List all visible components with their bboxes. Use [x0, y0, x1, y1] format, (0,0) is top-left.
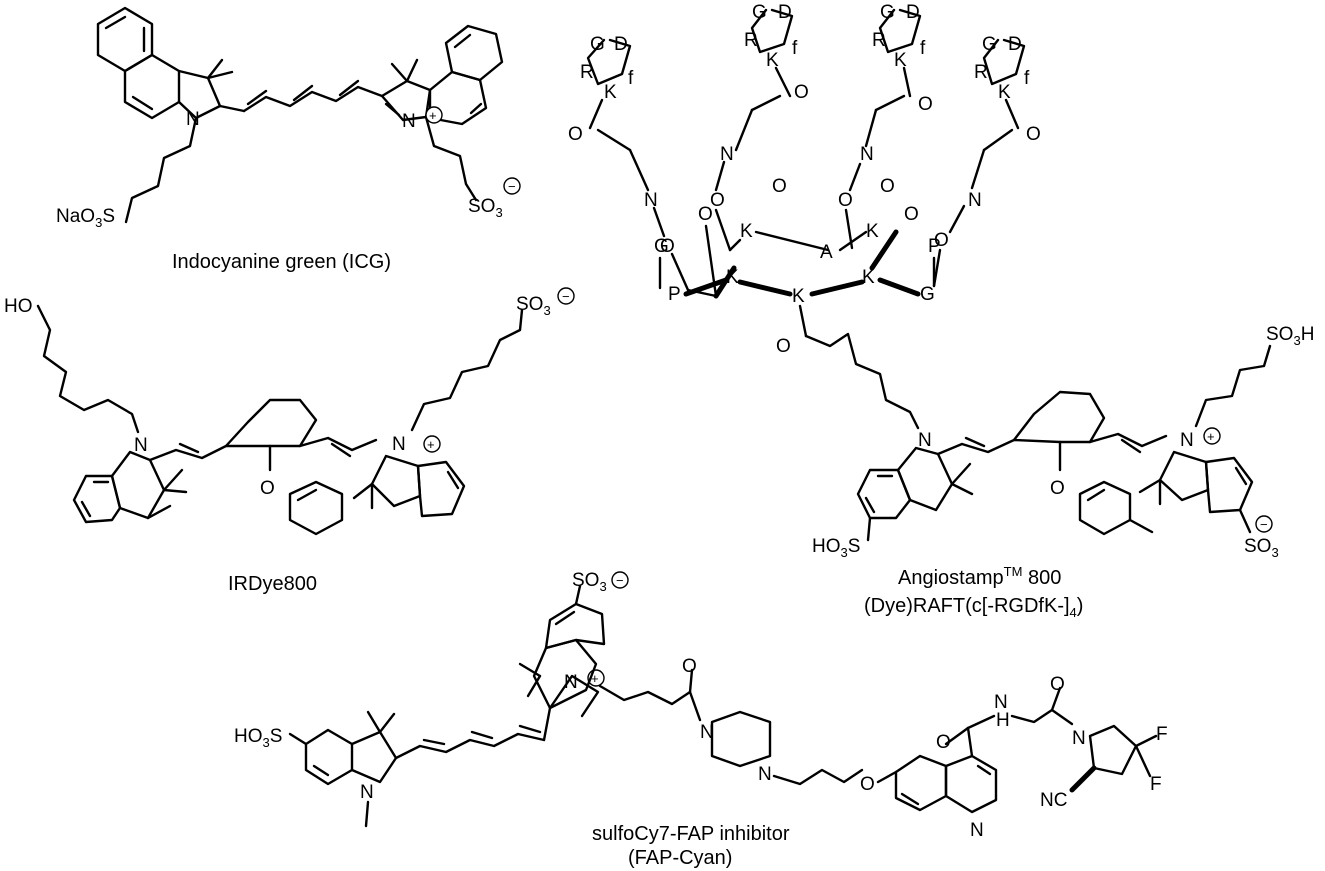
structure-angiostamp800: G D R K f O N O G D R K f O N	[568, 2, 1314, 620]
svg-text:G: G	[880, 2, 895, 23]
svg-text:O: O	[682, 656, 697, 677]
angio-n-left: N	[918, 430, 932, 451]
svg-text:D: D	[906, 2, 920, 23]
irdye-n-left: N	[134, 435, 148, 456]
rgdfk-unit-2: G D R K f O N O	[710, 2, 809, 252]
icg-plus-charge: +	[429, 108, 437, 123]
svg-text:G: G	[752, 2, 767, 23]
irdye-minus: −	[562, 289, 570, 304]
svg-text:K: K	[894, 50, 907, 71]
svg-text:N: N	[564, 672, 578, 693]
caption-angiostamp: AngiostampTM 800	[898, 564, 1061, 589]
svg-text:O: O	[860, 774, 875, 795]
svg-text:N: N	[360, 782, 374, 803]
svg-text:F: F	[1156, 724, 1168, 745]
svg-text:O: O	[838, 190, 853, 211]
svg-text:O: O	[936, 732, 951, 753]
svg-text:G: G	[654, 236, 669, 257]
svg-text:K: K	[740, 221, 753, 242]
caption-irdye800: IRDye800	[228, 573, 317, 595]
svg-text:K: K	[862, 267, 875, 288]
svg-text:G: G	[920, 284, 935, 305]
svg-text:f: f	[792, 38, 798, 59]
svg-text:O: O	[794, 82, 809, 103]
svg-text:N: N	[720, 144, 734, 165]
svg-text:−: −	[616, 573, 624, 588]
svg-text:N: N	[758, 764, 772, 785]
icg-n-left: N	[186, 109, 200, 130]
caption-icg: Indocyanine green (ICG)	[172, 251, 391, 273]
svg-text:N: N	[644, 190, 658, 211]
irdye-n-right: N	[392, 434, 406, 455]
svg-text:G: G	[982, 34, 997, 55]
rgdfk-unit-3: G D R K f O N O	[838, 2, 933, 250]
rgdfk-unit-1: G D R K f O N O	[568, 34, 690, 292]
svg-text:f: f	[1024, 68, 1030, 89]
svg-text:O: O	[880, 176, 895, 197]
svg-text:−: −	[1260, 517, 1268, 532]
svg-text:O: O	[772, 176, 787, 197]
svg-text:N: N	[994, 692, 1008, 713]
svg-text:O: O	[1050, 674, 1065, 695]
svg-text:+: +	[591, 671, 599, 686]
svg-text:K: K	[766, 50, 779, 71]
svg-text:f: f	[628, 68, 634, 89]
svg-text:O: O	[568, 124, 583, 145]
svg-text:P: P	[928, 236, 941, 257]
irdye-o: O	[260, 478, 275, 499]
svg-text:F: F	[1150, 774, 1162, 795]
raft-core: O K O A K O O G P K K K G P	[654, 176, 941, 307]
structure-fap-cyan: HO3S N N + SO3 − O N N O	[234, 570, 1168, 869]
svg-text:K: K	[604, 82, 617, 103]
svg-text:R: R	[974, 62, 988, 83]
svg-text:A: A	[820, 242, 833, 263]
structure-icg: N N + NaO3S SO3 − Indocyanine green (ICG…	[56, 6, 521, 273]
svg-text:O: O	[660, 236, 675, 257]
svg-text:K: K	[866, 221, 879, 242]
icg-so3-right: SO3	[468, 196, 503, 220]
svg-text:D: D	[778, 2, 792, 23]
svg-text:O: O	[918, 94, 933, 115]
svg-text:N: N	[1072, 728, 1086, 749]
svg-text:K: K	[998, 82, 1011, 103]
angio-ho3s: HO3S	[812, 536, 860, 560]
svg-text:N: N	[860, 144, 874, 165]
irdye-plus: +	[427, 437, 435, 452]
irdye-ho: HO	[4, 296, 33, 317]
rgdfk-unit-4: G D R K f O N O	[932, 34, 1041, 288]
angio-so3: SO3	[1244, 536, 1279, 560]
svg-text:O: O	[710, 190, 725, 211]
svg-text:P: P	[668, 284, 681, 305]
svg-text:N: N	[970, 820, 984, 841]
caption-fap-cyan-subtitle: (FAP-Cyan)	[628, 847, 732, 869]
svg-text:G: G	[590, 34, 605, 55]
svg-text:+: +	[1207, 429, 1215, 444]
icg-minus-charge: −	[508, 179, 516, 194]
angio-so3h: SO3H	[1266, 324, 1314, 348]
angio-ether-o: O	[1050, 478, 1065, 499]
angio-n-right: N	[1180, 430, 1194, 451]
caption-angiostamp-subtitle: (Dye)RAFT(c[-RGDfK-]4)	[864, 595, 1083, 620]
svg-text:O: O	[904, 204, 919, 225]
caption-fap-cyan: sulfoCy7-FAP inhibitor	[592, 823, 790, 845]
svg-text:K: K	[792, 286, 805, 307]
fap-so3: SO3	[572, 570, 607, 594]
svg-text:f: f	[920, 38, 926, 59]
svg-text:NC: NC	[1040, 790, 1067, 811]
svg-text:N: N	[968, 190, 982, 211]
svg-text:O: O	[934, 230, 949, 251]
icg-naso3-left: NaO3S	[56, 206, 115, 230]
svg-text:O: O	[1026, 124, 1041, 145]
svg-text:O: O	[776, 336, 791, 357]
svg-text:O: O	[698, 204, 713, 225]
svg-text:N: N	[700, 722, 714, 743]
structure-irdye800: HO N O N + SO3 − IRDye800	[4, 287, 575, 595]
icg-n-right: N	[402, 111, 416, 132]
svg-text:H: H	[996, 710, 1010, 731]
fap-ho3s: HO3S	[234, 726, 282, 750]
irdye-so3: SO3	[516, 294, 551, 318]
